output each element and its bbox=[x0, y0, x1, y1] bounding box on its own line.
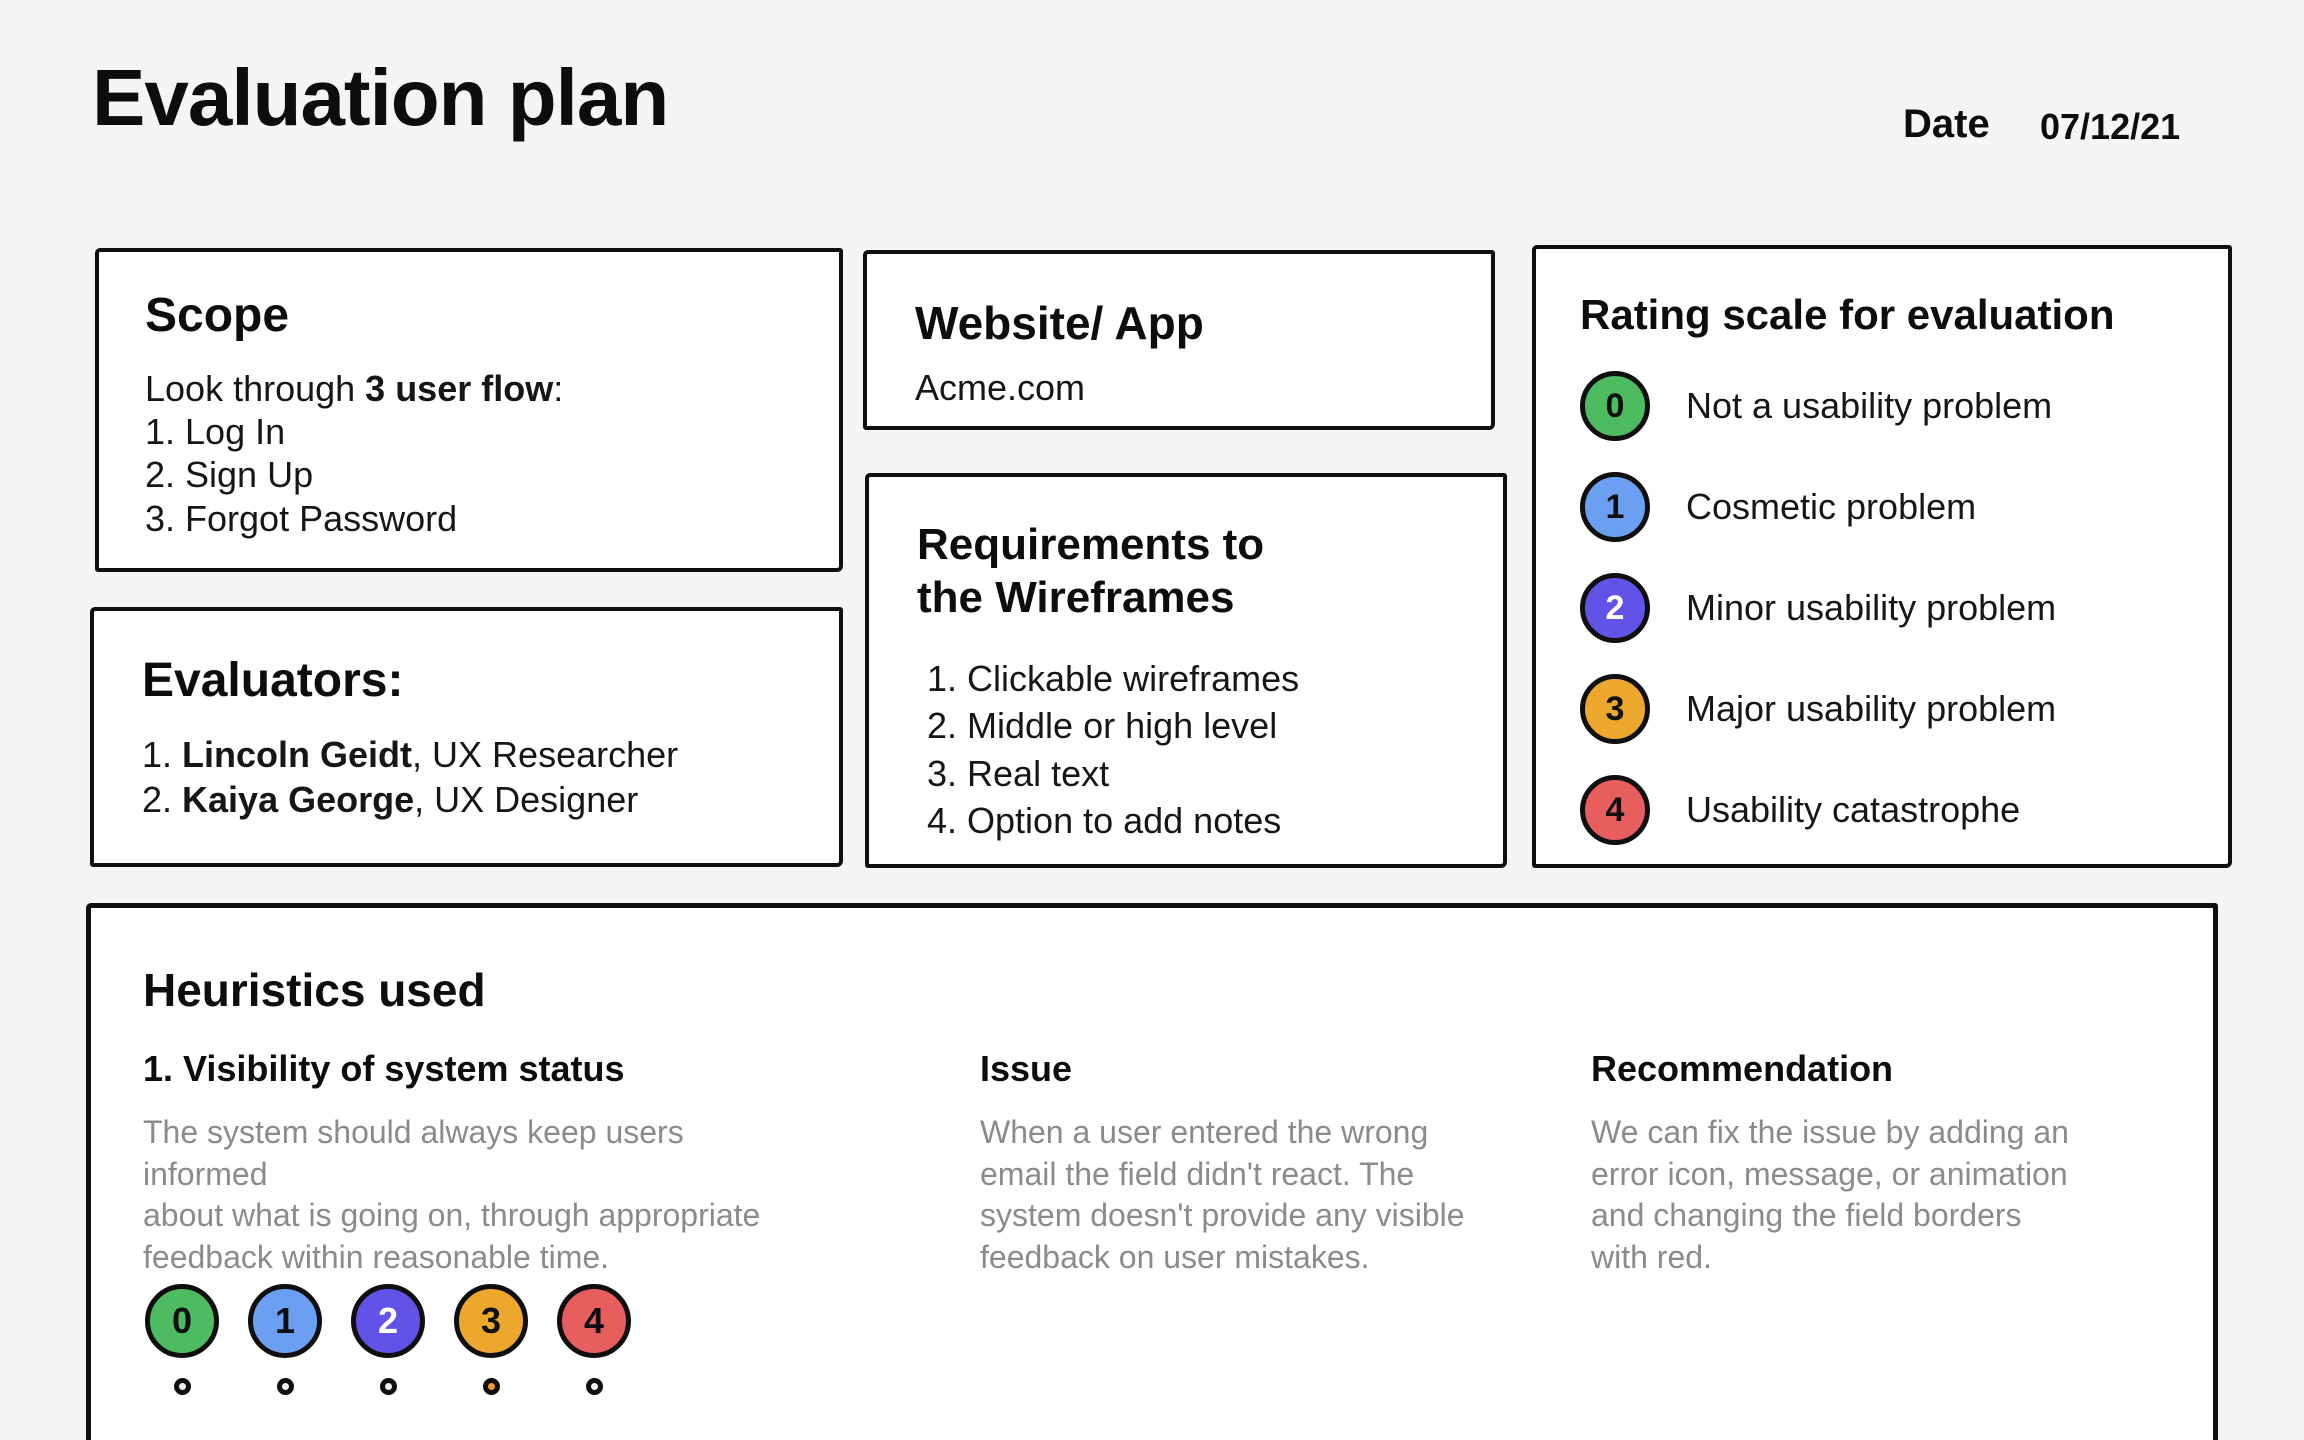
heuristic-name: 1. Visibility of system status bbox=[143, 1048, 625, 1089]
requirements-heading: Requirements to the Wireframes bbox=[917, 520, 1265, 622]
heuristic-description: The system should always keep users info… bbox=[143, 1114, 761, 1275]
rating-3-label: Major usability problem bbox=[1686, 688, 2057, 729]
rating-option-1[interactable]: 1 bbox=[248, 1284, 322, 1358]
scope-card: Scope Look through 3 user flow: 1. Log I… bbox=[95, 248, 843, 572]
rating-radio-3[interactable] bbox=[482, 1378, 500, 1395]
rating-option-0[interactable]: 0 bbox=[145, 1284, 219, 1358]
rating-legend-row: 0 Not a usability problem bbox=[1580, 371, 2204, 441]
rating-legend-row: 4 Usability catastrophe bbox=[1580, 775, 2204, 845]
rating-1-circle: 1 bbox=[1580, 472, 1650, 542]
evaluators-heading: Evaluators: bbox=[142, 654, 404, 707]
rating-legend-row: 3 Major usability problem bbox=[1580, 674, 2204, 744]
rating-1-label: Cosmetic problem bbox=[1686, 486, 1977, 527]
rating-radio-group bbox=[145, 1378, 631, 1395]
rating-radio-2[interactable] bbox=[379, 1378, 397, 1395]
rating-scale-heading: Rating scale for evaluation bbox=[1580, 291, 2115, 338]
website-value: Acme.com bbox=[915, 367, 1086, 408]
recommendation-description: We can fix the issue by adding an error … bbox=[1591, 1114, 2069, 1275]
rating-2-circle: 2 bbox=[1580, 573, 1650, 643]
rating-option-2[interactable]: 2 bbox=[351, 1284, 425, 1358]
rating-2-label: Minor usability problem bbox=[1686, 587, 2057, 628]
rating-3-circle: 3 bbox=[1580, 674, 1650, 744]
recommendation-column: Recommendation We can fix the issue by a… bbox=[1591, 1048, 2131, 1278]
requirement-item: 1. Clickable wireframes bbox=[927, 657, 1300, 699]
rating-legend-row: 1 Cosmetic problem bbox=[1580, 472, 2204, 542]
rating-radio-1[interactable] bbox=[276, 1378, 294, 1395]
date-value: 07/12/21 bbox=[2040, 106, 2181, 147]
requirement-item: 4. Option to add notes bbox=[927, 800, 1282, 842]
scope-item: 3. Forgot Password bbox=[145, 497, 458, 539]
rating-0-circle: 0 bbox=[1580, 371, 1650, 441]
heuristics-card: Heuristics used 1. Visibility of system … bbox=[86, 903, 2218, 1440]
rating-option-4[interactable]: 4 bbox=[557, 1284, 631, 1358]
scope-heading: Scope bbox=[145, 289, 290, 342]
rating-option-3[interactable]: 3 bbox=[454, 1284, 528, 1358]
rating-4-circle: 4 bbox=[1580, 775, 1650, 845]
page-title: Evaluation plan bbox=[92, 53, 669, 142]
website-card: Website/ App Acme.com bbox=[863, 250, 1495, 430]
evaluators-list: 1.Lincoln Geidt, UX Researcher 2.Kaiya G… bbox=[142, 732, 809, 822]
heuristics-heading: Heuristics used bbox=[143, 964, 486, 1016]
rating-legend-row: 2 Minor usability problem bbox=[1580, 573, 2204, 643]
scope-body: Look through 3 user flow: 1. Log In 2. S… bbox=[145, 367, 809, 540]
rating-options: 0 1 2 3 4 bbox=[145, 1284, 631, 1358]
requirements-card: Requirements to the Wireframes 1. Clicka… bbox=[865, 473, 1507, 868]
rating-scale-legend: 0 Not a usability problem 1 Cosmetic pro… bbox=[1580, 371, 2204, 845]
rating-4-label: Usability catastrophe bbox=[1686, 789, 2021, 830]
issue-heading: Issue bbox=[980, 1048, 1073, 1089]
issue-description: When a user entered the wrong email the … bbox=[980, 1114, 1465, 1275]
evaluator-item: 1.Lincoln Geidt, UX Researcher bbox=[142, 734, 679, 775]
scope-intro: Look through 3 user flow: bbox=[145, 368, 564, 409]
date-label: Date bbox=[1903, 102, 1990, 146]
rating-0-label: Not a usability problem bbox=[1686, 385, 2053, 426]
rating-scale-card: Rating scale for evaluation 0 Not a usab… bbox=[1532, 245, 2232, 868]
scope-item: 1. Log In bbox=[145, 411, 286, 453]
requirements-list: 1. Clickable wireframes 2. Middle or hig… bbox=[917, 655, 1473, 845]
website-heading: Website/ App bbox=[915, 297, 1204, 349]
requirement-item: 2. Middle or high level bbox=[927, 705, 1278, 747]
evaluators-card: Evaluators: 1.Lincoln Geidt, UX Research… bbox=[90, 607, 843, 867]
heuristic-column: 1. Visibility of system status The syste… bbox=[143, 1048, 783, 1278]
recommendation-heading: Recommendation bbox=[1591, 1048, 1894, 1089]
evaluator-item: 2.Kaiya George, UX Designer bbox=[142, 779, 639, 820]
scope-item: 2. Sign Up bbox=[145, 454, 314, 496]
requirement-item: 3. Real text bbox=[927, 752, 1110, 794]
rating-radio-4[interactable] bbox=[585, 1378, 603, 1395]
issue-column: Issue When a user entered the wrong emai… bbox=[980, 1048, 1500, 1278]
rating-radio-0[interactable] bbox=[173, 1378, 191, 1395]
